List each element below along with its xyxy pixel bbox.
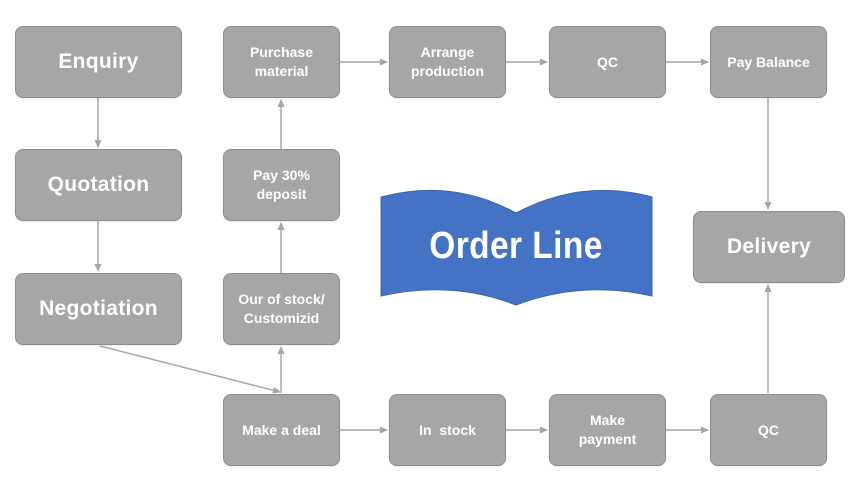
arrow-negotiation-to-make-deal (99, 345, 281, 394)
quotation-box: Quotation (15, 149, 182, 221)
pay-balance-box: Pay Balance (710, 26, 827, 98)
make-payment-box: Make payment (549, 394, 666, 466)
enquiry-box: Enquiry (15, 26, 182, 98)
negotiation-box: Negotiation (15, 273, 182, 345)
out-of-stock-customized-box: Our of stock/ Customizid (223, 273, 340, 345)
qc-bottom-box: QC (710, 394, 827, 466)
purchase-material-box: Purchase material (223, 26, 340, 98)
pay-deposit-box: Pay 30% deposit (223, 149, 340, 221)
make-a-deal-box: Make a deal (223, 394, 340, 466)
diagram-title: Order Line (429, 224, 603, 267)
in-stock-box: In stock (389, 394, 506, 466)
order-line-banner-shape (380, 189, 653, 306)
delivery-box: Delivery (693, 211, 845, 283)
arrange-production-box: Arrange production (389, 26, 506, 98)
qc-top-box: QC (549, 26, 666, 98)
